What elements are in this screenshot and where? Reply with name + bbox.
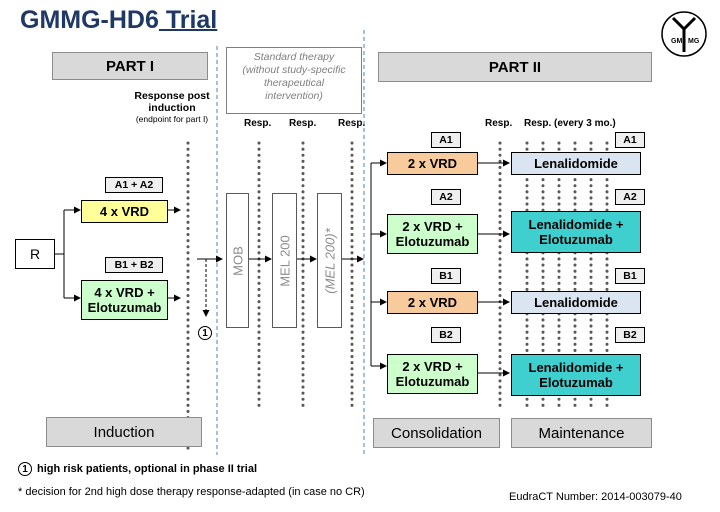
resp-label-2: Resp. — [289, 118, 317, 129]
maintenance-a2-line-2: Elotuzumab — [539, 232, 613, 247]
page-title: GMMG-HD6 Trial — [20, 6, 217, 35]
resp-label-1: Resp. — [244, 118, 272, 129]
phase-consolidation: Consolidation — [373, 418, 500, 448]
resp-label-3: Resp. — [338, 118, 366, 129]
tag-b1-consolidation: B1 — [431, 268, 461, 284]
mob-label: MOB — [230, 245, 245, 276]
eudract-number: EudraCT Number: 2014-003079-40 — [509, 491, 682, 503]
mel-200-box: MEL 200 — [272, 193, 297, 328]
consolidation-b2-box: 2 x VRD + Elotuzumab — [387, 354, 478, 394]
tag-b1-b2: B1 + B2 — [105, 257, 163, 273]
mel-200-label: MEL 200 — [277, 234, 292, 287]
tag-b2-maintenance: B2 — [615, 327, 645, 343]
standard-therapy-line-4: intervention) — [265, 90, 323, 102]
consolidation-a2-line-2: Elotuzumab — [395, 234, 470, 249]
consolidation-a2-box: 2 x VRD + Elotuzumab — [387, 214, 478, 254]
induction-arm-b-box: 4 x VRD + Elotuzumab — [81, 280, 168, 320]
standard-therapy-line-2: (without study-specific — [242, 64, 346, 76]
part-2-header: PART II — [378, 52, 652, 82]
standard-therapy-line-1: Standard therapy — [253, 51, 335, 63]
consolidation-b1-box: 2 x VRD — [387, 291, 478, 314]
footnote-marker: 1 — [18, 462, 32, 476]
standard-therapy-line-3: therapeutical — [263, 77, 325, 89]
optional-mel-200-label: (MEL 200)* — [322, 227, 337, 294]
consolidation-b2-line-2: Elotuzumab — [395, 374, 470, 389]
maintenance-b1-box: Lenalidomide — [511, 291, 641, 314]
logo-text-left: GM — [671, 38, 682, 45]
phase-maintenance: Maintenance — [511, 418, 652, 448]
maintenance-a2-box: Lenalidomide + Elotuzumab — [511, 211, 641, 253]
maintenance-b2-line-1: Lenalidomide + — [528, 360, 624, 375]
footnote-2: * decision for 2nd high dose therapy res… — [18, 486, 365, 498]
tag-a1-consolidation: A1 — [431, 132, 461, 148]
logo-icon: GM MG — [661, 11, 707, 57]
maintenance-a1-box: Lenalidomide — [511, 152, 641, 175]
maintenance-a2-line-1: Lenalidomide + — [528, 217, 624, 232]
title-trial: Trial — [158, 6, 218, 34]
response-post-induction-line-2: induction — [148, 102, 196, 114]
response-post-induction-line-1: Response post — [134, 90, 210, 102]
footnote-1: high risk patients, optional in phase II… — [37, 463, 258, 475]
tag-b2-consolidation: B2 — [431, 327, 461, 343]
response-post-induction: Response post induction (endpoint for pa… — [122, 90, 222, 124]
consolidation-a1-box: 2 x VRD — [387, 152, 478, 175]
consolidation-b2-line-1: 2 x VRD + — [402, 359, 463, 374]
logo-text-right: MG — [688, 38, 700, 45]
phase-induction: Induction — [46, 417, 202, 447]
high-risk-marker: 1 — [198, 326, 212, 340]
standard-therapy-box: Standard therapy (without study-specific… — [226, 47, 362, 114]
mob-box: MOB — [226, 193, 249, 328]
tag-a1-a2: A1 + A2 — [105, 177, 163, 193]
part-1-header: PART I — [52, 52, 208, 80]
response-post-induction-line-3: (endpoint for part I) — [135, 114, 209, 124]
tag-a2-maintenance: A2 — [615, 189, 645, 205]
title-main: GMMG-HD6 — [20, 6, 159, 34]
induction-arm-b-line-2: Elotuzumab — [87, 300, 162, 315]
consolidation-a2-line-1: 2 x VRD + — [402, 219, 463, 234]
resp-label-4: Resp. — [485, 118, 513, 129]
randomization-box: R — [15, 239, 55, 269]
induction-arm-b-line-1: 4 x VRD + — [94, 285, 155, 300]
tag-a1-maintenance: A1 — [615, 132, 645, 148]
tag-a2-consolidation: A2 — [431, 189, 461, 205]
induction-arm-a-box: 4 x VRD — [81, 200, 168, 223]
optional-mel-200-box: (MEL 200)* — [317, 193, 342, 328]
maintenance-b2-line-2: Elotuzumab — [539, 375, 613, 390]
tag-b1-maintenance: B1 — [615, 268, 645, 284]
maintenance-b2-box: Lenalidomide + Elotuzumab — [511, 354, 641, 396]
resp-label-every-3-months: Resp. (every 3 mo.) — [524, 118, 616, 129]
